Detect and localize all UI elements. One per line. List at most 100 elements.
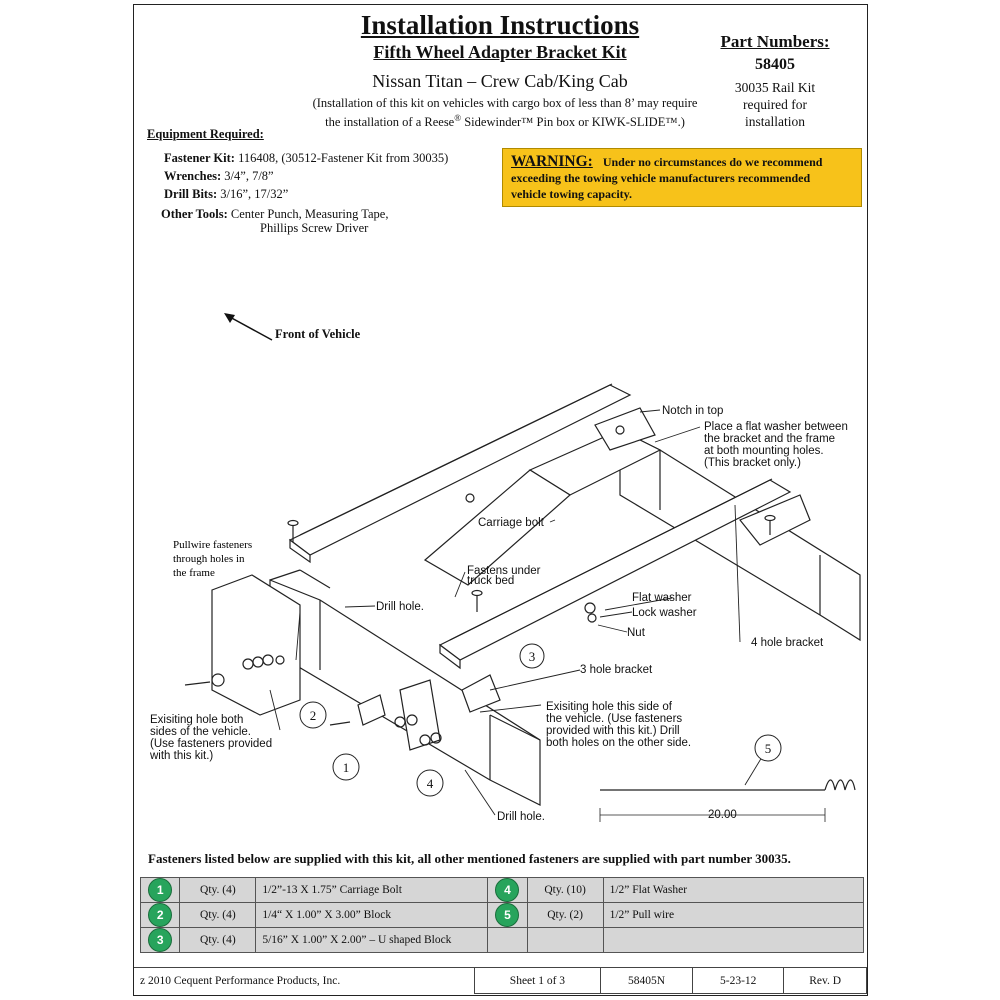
other-tools-label: Other Tools: <box>161 207 228 221</box>
part-description: 5/16” X 1.00” X 2.00” – U shaped Block <box>255 927 489 953</box>
part-badge-cell: 5 <box>487 902 528 928</box>
label-drill-hole-top: Drill hole. <box>376 601 424 613</box>
part-number: 58405 <box>755 56 795 73</box>
cargo-note: (Installation of this kit on vehicles wi… <box>290 96 720 130</box>
part-qty: Qty. (4) <box>179 927 257 953</box>
fastener-kit-value: 116408, (30512-Fastener Kit from 30035) <box>234 151 449 165</box>
label-nut: Nut <box>627 627 646 639</box>
part-description: 1/4“ X 1.00” X 3.00” Block <box>255 902 489 928</box>
front-arrow-icon <box>224 313 273 341</box>
part-badge-cell: 2 <box>139 902 181 928</box>
part-badge-cell: 1 <box>139 877 181 903</box>
drill-bits-value: 3/16”, 17/32” <box>217 187 289 201</box>
part-qty: Qty. (2) <box>526 902 604 928</box>
rail-kit-line1: 30035 Rail Kit <box>734 80 816 95</box>
label-notch: Notch in top <box>662 405 723 417</box>
part-qty: Qty. (4) <box>179 902 257 928</box>
warning-line1: WARNING: Under no circumstances do we rec… <box>511 154 853 170</box>
table-row: 2 Qty. (4) 1/4“ X 1.00” X 3.00” Block 5 … <box>139 902 865 928</box>
label-fastens1: Fastens under <box>467 565 541 577</box>
label-drill-hole-bottom: Drill hole. <box>497 811 545 823</box>
callout-2-text: 2 <box>310 708 317 723</box>
label-lock-washer: Lock washer <box>632 607 697 619</box>
part-number-badge: 3 <box>148 928 173 952</box>
parts-table: 1 Qty. (4) 1/2”-13 X 1.75” Carriage Bolt… <box>139 877 865 953</box>
label-existing-left4: with this kit.) <box>149 750 213 762</box>
label-pullwire2: through holes in <box>173 553 245 565</box>
page-border <box>133 4 868 996</box>
cargo-note-line2: the installation of a Reese® Sidewinder™… <box>290 111 720 130</box>
rail-kit-line3: installation <box>745 114 805 129</box>
label-flat-washer: Flat washer <box>632 592 692 604</box>
page-title: Installation Instructions <box>360 10 640 40</box>
part-number-badge: 5 <box>495 903 520 927</box>
label-flat-washer-note4: (This bracket only.) <box>704 457 801 469</box>
front-of-vehicle-label: Front of Vehicle <box>275 327 361 341</box>
label-existing-left2: sides of the vehicle. <box>150 726 251 738</box>
drill-bits-label: Drill Bits: <box>164 187 218 201</box>
callout-3 <box>519 643 545 669</box>
part-description: 1/2” Pull wire <box>602 902 865 928</box>
callout-5-text: 5 <box>765 741 772 756</box>
sheet-number: Sheet 1 of 3 <box>474 967 601 994</box>
footer-table: z 2010 Cequent Performance Products, Inc… <box>134 967 867 994</box>
label-four-hole-bracket: 4 hole bracket <box>751 637 824 649</box>
table-row: 3 Qty. (4) 5/16” X 1.00” X 2.00” – U sha… <box>139 927 865 953</box>
copyright: z 2010 Cequent Performance Products, Inc… <box>134 967 475 994</box>
callout-4 <box>416 769 444 797</box>
callout-3-text: 3 <box>529 649 536 664</box>
table-row: 1 Qty. (4) 1/2”-13 X 1.75” Carriage Bolt… <box>139 877 865 903</box>
part-number-badge: 4 <box>495 878 520 902</box>
label-existing-left3: (Use fasteners provided <box>150 738 272 750</box>
rail-kit-note: 30035 Rail Kit required for installation <box>705 79 845 130</box>
label-existing-right3: provided with this kit.) Drill <box>546 725 680 737</box>
label-flat-washer-note1: Place a flat washer between <box>704 421 848 433</box>
vehicle-name: Nissan Titan – Crew Cab/King Cab <box>372 71 628 91</box>
label-pullwire3: the frame <box>173 567 215 579</box>
part-qty: Qty. (10) <box>526 877 604 903</box>
part-description: 1/2” Flat Washer <box>602 877 865 903</box>
registered-mark: ® <box>454 113 462 123</box>
fastener-kit-row: Fastener Kit: 116408, (30512-Fastener Ki… <box>164 151 448 166</box>
label-carriage-bolt: Carriage bolt <box>478 517 545 529</box>
callout-5 <box>754 734 782 762</box>
warning-text1: Under no circumstances do we recommend <box>602 155 823 169</box>
part-qty-empty <box>526 927 604 953</box>
rail-kit-line2: required for <box>742 97 808 112</box>
warning-label: WARNING: <box>511 153 593 170</box>
label-existing-left1: Exisiting hole both <box>150 714 243 726</box>
other-tools-value1: Center Punch, Measuring Tape, <box>227 207 389 221</box>
cargo-note-line1: (Installation of this kit on vehicles wi… <box>312 96 698 110</box>
equipment-heading: Equipment Required: <box>147 127 264 141</box>
label-fastens2: truck bed <box>467 575 514 587</box>
label-pullwire1: Pullwire fasteners <box>173 539 252 551</box>
label-flat-washer-note2: the bracket and the frame <box>704 433 835 445</box>
part-numbers-heading: Part Numbers: <box>720 32 830 51</box>
part-qty: Qty. (4) <box>179 877 257 903</box>
callout-4-text: 4 <box>427 776 434 791</box>
cargo-note-post: Sidewinder™ Pin box or KIWK-SLIDE™.) <box>461 115 685 130</box>
wrenches-row: Wrenches: 3/4”, 7/8” <box>164 169 274 184</box>
part-description-empty <box>602 927 865 953</box>
revision: Rev. D <box>783 967 867 994</box>
wrenches-value: 3/4”, 7/8” <box>221 169 274 183</box>
label-dimension: 20.00 <box>708 809 737 821</box>
document-date: 5-23-12 <box>692 967 785 994</box>
fasteners-note: Fasteners listed below are supplied with… <box>148 851 791 866</box>
callout-1-text: 1 <box>343 760 350 775</box>
cargo-note-pre: the installation of a Reese <box>325 115 455 130</box>
label-flat-washer-note3: at both mounting holes. <box>704 445 824 457</box>
warning-text3: vehicle towing capacity. <box>511 187 632 201</box>
footer-row: z 2010 Cequent Performance Products, Inc… <box>134 967 867 994</box>
label-existing-right2: the vehicle. (Use fasteners <box>546 713 682 725</box>
warning-box: WARNING: Under no circumstances do we rec… <box>502 148 862 207</box>
kit-subtitle: Fifth Wheel Adapter Bracket Kit <box>373 42 627 62</box>
label-existing-right4: both holes on the other side. <box>546 737 691 749</box>
part-description: 1/2”-13 X 1.75” Carriage Bolt <box>255 877 489 903</box>
label-existing-right1: Exisiting hole this side of <box>546 701 673 713</box>
label-three-hole-bracket: 3 hole bracket <box>580 664 653 676</box>
part-number-badge: 2 <box>148 903 173 927</box>
other-tools-line2: Phillips Screw Driver <box>260 221 369 235</box>
part-badge-cell-empty <box>487 927 528 953</box>
part-badge-cell: 3 <box>139 927 181 953</box>
